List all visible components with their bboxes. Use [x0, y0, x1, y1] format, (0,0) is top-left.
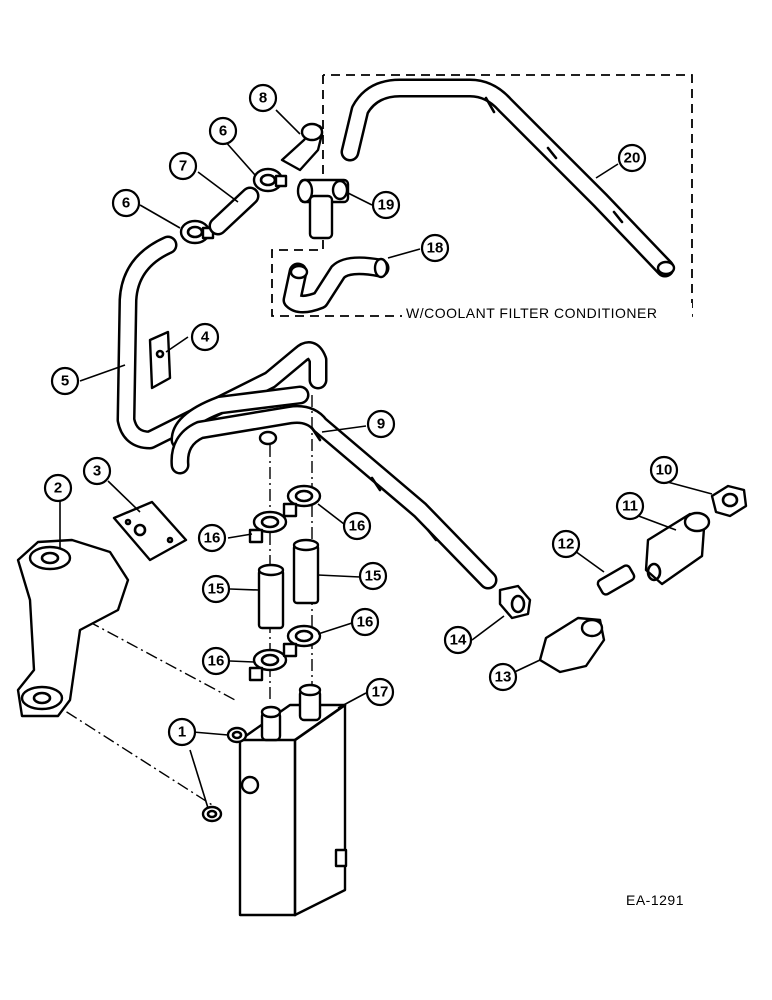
callout-16c-label: 16 — [208, 653, 225, 670]
part-17-filter-housing — [238, 683, 348, 917]
callout-9-label: 9 — [377, 416, 385, 433]
drawing-reference: EA-1291 — [626, 892, 684, 908]
callout-20: 20 — [617, 143, 647, 173]
callout-17: 17 — [365, 677, 395, 707]
part-15-hose-left — [257, 563, 285, 630]
part-6-clamp-lower — [179, 219, 215, 245]
coolant-filter-conditioner-box — [271, 74, 693, 317]
callout-12-label: 12 — [558, 536, 575, 553]
part-9-tube — [170, 405, 498, 590]
callout-15b: 15 — [358, 561, 388, 591]
callout-16d: 16 — [350, 607, 380, 637]
callout-19-label: 19 — [378, 197, 395, 214]
callout-15a: 15 — [201, 574, 231, 604]
callout-6a-label: 6 — [122, 195, 130, 212]
callout-1a-label: 1 — [178, 724, 186, 741]
part-14-adapter — [498, 584, 532, 620]
part-16-clamp-bottom-left — [248, 648, 288, 682]
callout-14-label: 14 — [450, 632, 467, 649]
callout-5-label: 5 — [61, 373, 69, 390]
part-6-clamp-upper — [252, 167, 288, 193]
part-4-bracket — [148, 330, 172, 390]
part-19-tee-fitting — [296, 178, 350, 240]
part-16-clamp-bottom-right — [282, 624, 322, 658]
part-1-gasket-lower — [201, 805, 223, 823]
callout-16a-label: 16 — [204, 530, 221, 547]
part-12-nipple — [596, 564, 636, 596]
callout-20-label: 20 — [624, 150, 641, 167]
part-11-valve-body — [644, 511, 711, 586]
callout-6a: 6 — [111, 188, 141, 218]
part-15-hose-right — [292, 538, 320, 605]
callout-19: 19 — [371, 190, 401, 220]
callout-16a: 16 — [197, 523, 227, 553]
part-16-clamp-top-right — [282, 484, 322, 518]
callout-2-label: 2 — [54, 480, 62, 497]
callout-6b-label: 6 — [219, 123, 227, 140]
callout-13-label: 13 — [495, 669, 512, 686]
callout-6b: 6 — [208, 116, 238, 146]
callout-3-label: 3 — [93, 463, 101, 480]
callout-1a: 1 — [167, 717, 197, 747]
box-label-tag: W/COOLANT FILTER CONDITIONER — [402, 303, 692, 321]
part-2-mounting-bracket — [16, 538, 130, 718]
callout-4: 4 — [190, 322, 220, 352]
callout-5: 5 — [50, 366, 80, 396]
callout-7: 7 — [168, 151, 198, 181]
callout-10: 10 — [649, 455, 679, 485]
callout-15b-label: 15 — [365, 568, 382, 585]
callout-16b: 16 — [342, 511, 372, 541]
callout-8: 8 — [248, 83, 278, 113]
callout-15a-label: 15 — [208, 581, 225, 598]
callout-2: 2 — [43, 473, 73, 503]
callout-17-label: 17 — [372, 684, 389, 701]
part-1-gasket-upper — [226, 726, 248, 744]
callout-13: 13 — [488, 662, 518, 692]
callout-11-label: 11 — [622, 498, 638, 515]
callout-16b-label: 16 — [349, 518, 366, 535]
box-label: W/COOLANT FILTER CONDITIONER — [406, 305, 658, 321]
part-7-hose — [208, 186, 260, 236]
part-10-plug — [710, 484, 748, 518]
callout-8-label: 8 — [259, 90, 267, 107]
part-20-hose — [340, 78, 676, 278]
part-13-elbow — [538, 616, 606, 674]
callout-16c: 16 — [201, 646, 231, 676]
part-8-elbow — [280, 122, 324, 172]
part-16-clamp-top-left — [248, 510, 288, 544]
part-18-hose — [282, 256, 390, 314]
callout-4-label: 4 — [201, 329, 210, 346]
part-3-gasket-plate — [112, 500, 188, 562]
callout-11: 11 — [615, 491, 645, 521]
callout-18-label: 18 — [427, 240, 444, 257]
callout-9: 9 — [366, 409, 396, 439]
callout-14: 14 — [443, 625, 473, 655]
callout-12: 12 — [551, 529, 581, 559]
callout-18: 18 — [420, 233, 450, 263]
callout-7-label: 7 — [179, 158, 187, 175]
callout-3: 3 — [82, 456, 112, 486]
callout-10-label: 10 — [656, 462, 673, 479]
callout-16d-label: 16 — [357, 614, 374, 631]
